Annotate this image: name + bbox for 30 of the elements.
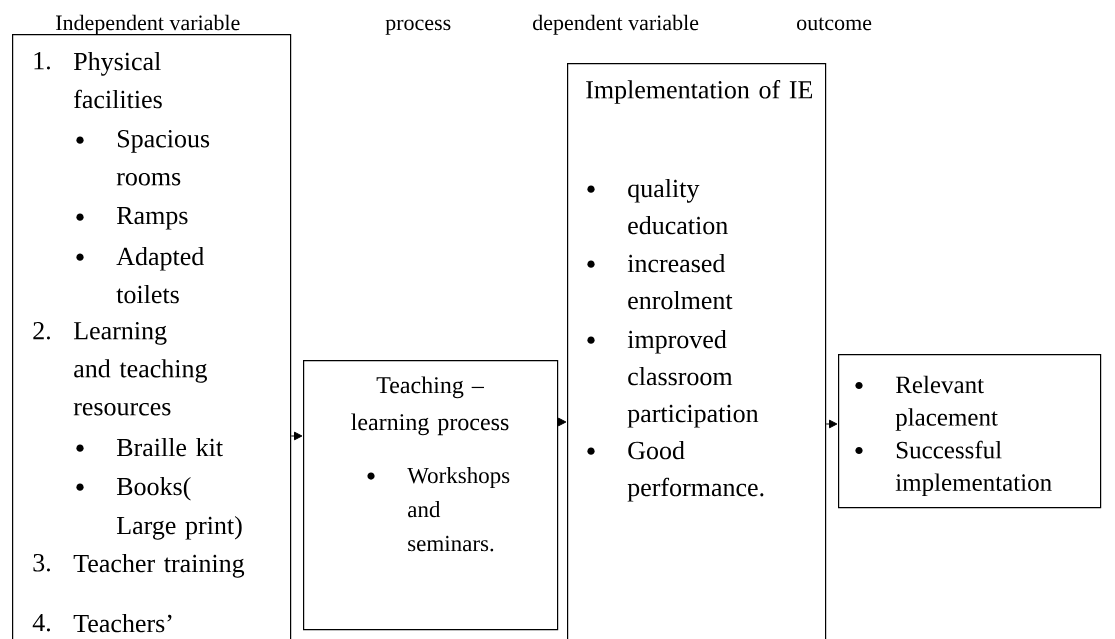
box-heading: Teaching – learning process [351,376,509,436]
list-box [12,34,292,639]
item-number: 4. [32,614,50,632]
bullet-item: Adapted toilets [116,247,204,304]
column-heading: dependent variable [533,14,699,35]
list-item: Teacher training [73,554,245,578]
column-heading: process [385,19,451,35]
bullet-item: Relevant placement [895,375,998,431]
arrow [290,431,303,441]
list-box [838,354,1102,509]
item-number: 1. [34,52,50,70]
list-item: Teachers’ [73,614,172,633]
bullet-item: Books( Large print) [116,477,242,540]
list-box [567,63,827,639]
list-item: Implementation of IE [586,80,813,104]
arrow [825,419,838,429]
item-number: 3. [33,554,50,572]
bullet-item: Workshops and seminars. [407,467,510,552]
bullet-item: Braille kit [116,438,223,457]
bullet-item: improved classroom participation [627,330,759,428]
bullet-item: Spacious rooms [116,130,210,186]
list-item: Physical facilities [73,52,162,109]
bullet-item: Successful implementation [895,440,1052,497]
list-box [303,360,559,631]
bullet-item: Ramps [116,207,188,230]
column-heading: outcome [797,17,872,31]
arrow [557,417,567,427]
item-number: 2. [33,322,50,340]
bullet-item: Good performance. [627,441,764,502]
list-item: Learning and teaching resources [73,322,207,416]
